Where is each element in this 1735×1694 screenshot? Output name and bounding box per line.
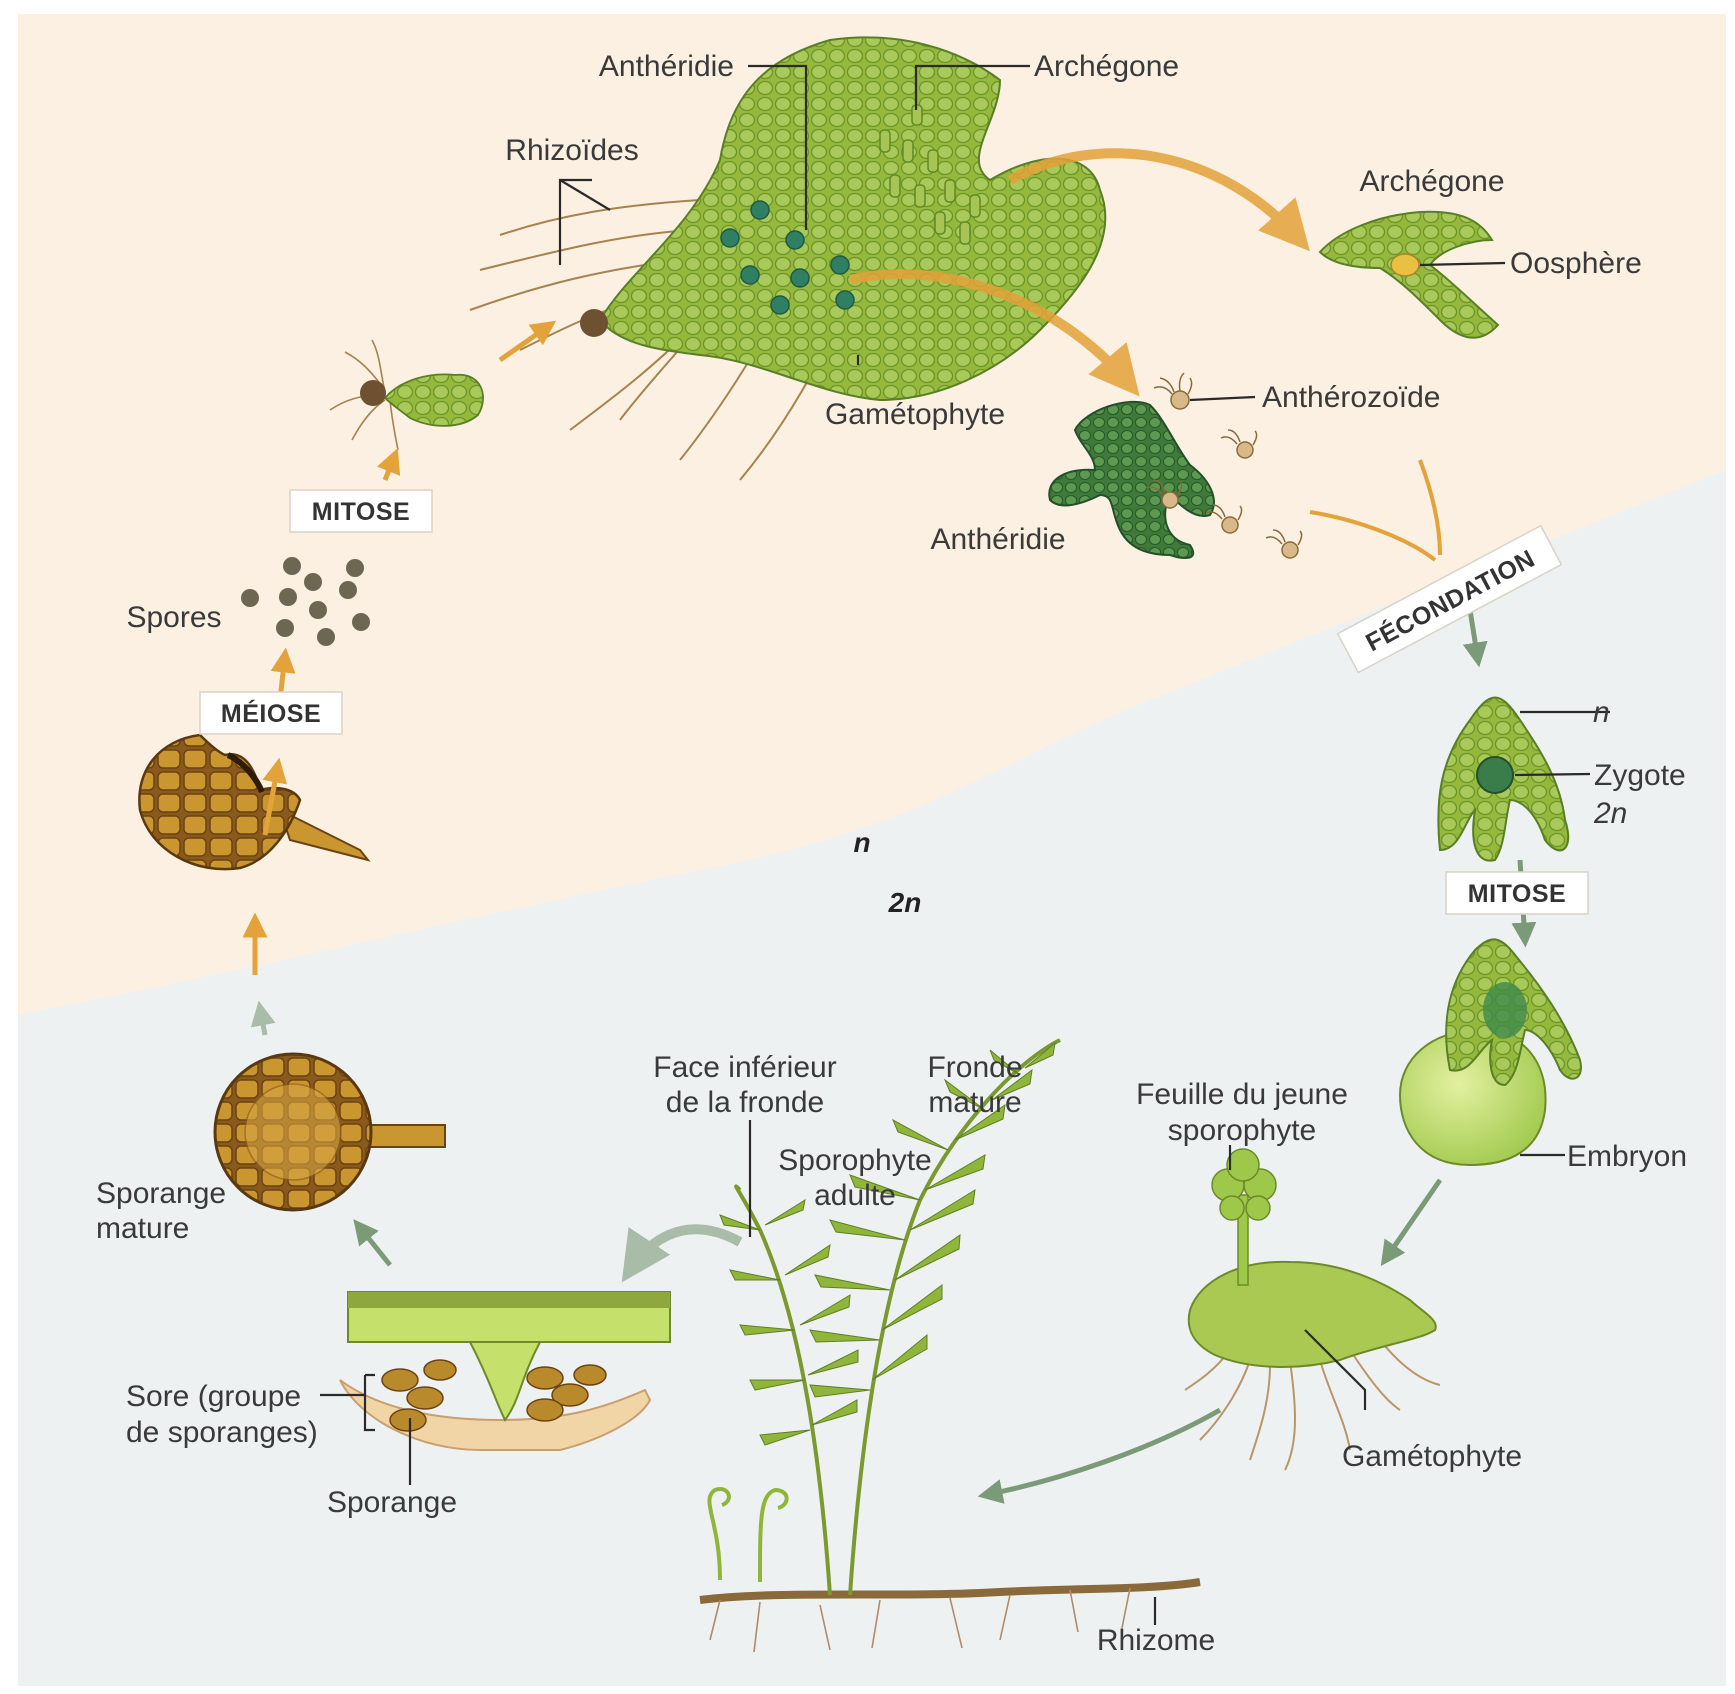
label-sporophyte-adulte-2: adulte [814,1179,896,1212]
svg-text:MITOSE: MITOSE [312,498,410,526]
label-fronde-mature-2: mature [928,1086,1021,1119]
label-sporange-mature-2: mature [96,1212,189,1245]
label-archegone-top: Archégone [1034,50,1179,83]
label-embryon: Embryon [1567,1140,1687,1173]
label-antherozoide: Anthérozoïde [1262,381,1440,414]
label-n-marker: n [1593,696,1610,729]
spore-coat [580,309,608,337]
label-spores: Spores [126,601,221,634]
label-antheridie-top: Anthéridie [599,50,734,83]
label-archegone-right: Archégone [1359,165,1504,198]
process-mitose-right: MITOSE [1446,872,1588,914]
label-face-inferieur-1: Face inférieur [653,1051,836,1084]
label-fronde-mature-1: Fronde [927,1051,1022,1084]
zone-label-2n: 2n [888,887,922,918]
label-zygote: Zygote [1594,759,1686,792]
label-rhizome: Rhizome [1097,1624,1215,1657]
label-gametophyte-bottom: Gamétophyte [1342,1440,1522,1473]
label-sore-1: Sore (groupe [126,1380,301,1413]
process-mitose-top: MITOSE [290,490,432,532]
label-sporophyte-adulte-1: Sporophyte [778,1144,931,1177]
zone-label-n: n [853,827,870,858]
label-feuille-jeune-1: Feuille du jeune [1136,1078,1348,1111]
label-sore-2: de sporanges) [126,1416,318,1449]
label-zygote-ploidy: 2n [1593,797,1627,830]
label-rhizoides: Rhizoïdes [505,134,638,167]
process-meiose: MÉIOSE [200,692,342,734]
label-face-inferieur-2: de la fronde [666,1086,824,1119]
label-sporange-mature-1: Sporange [96,1177,226,1210]
svg-text:MÉIOSE: MÉIOSE [221,699,321,728]
label-gametophyte-top: Gamétophyte [825,398,1005,431]
label-sporange: Sporange [327,1486,457,1519]
label-feuille-jeune-2: sporophyte [1168,1114,1316,1147]
oosphere-cell [1391,254,1419,276]
svg-text:MITOSE: MITOSE [1468,880,1566,908]
label-oosphere: Oosphère [1510,247,1642,280]
label-antheridie-mid: Anthéridie [930,523,1065,556]
